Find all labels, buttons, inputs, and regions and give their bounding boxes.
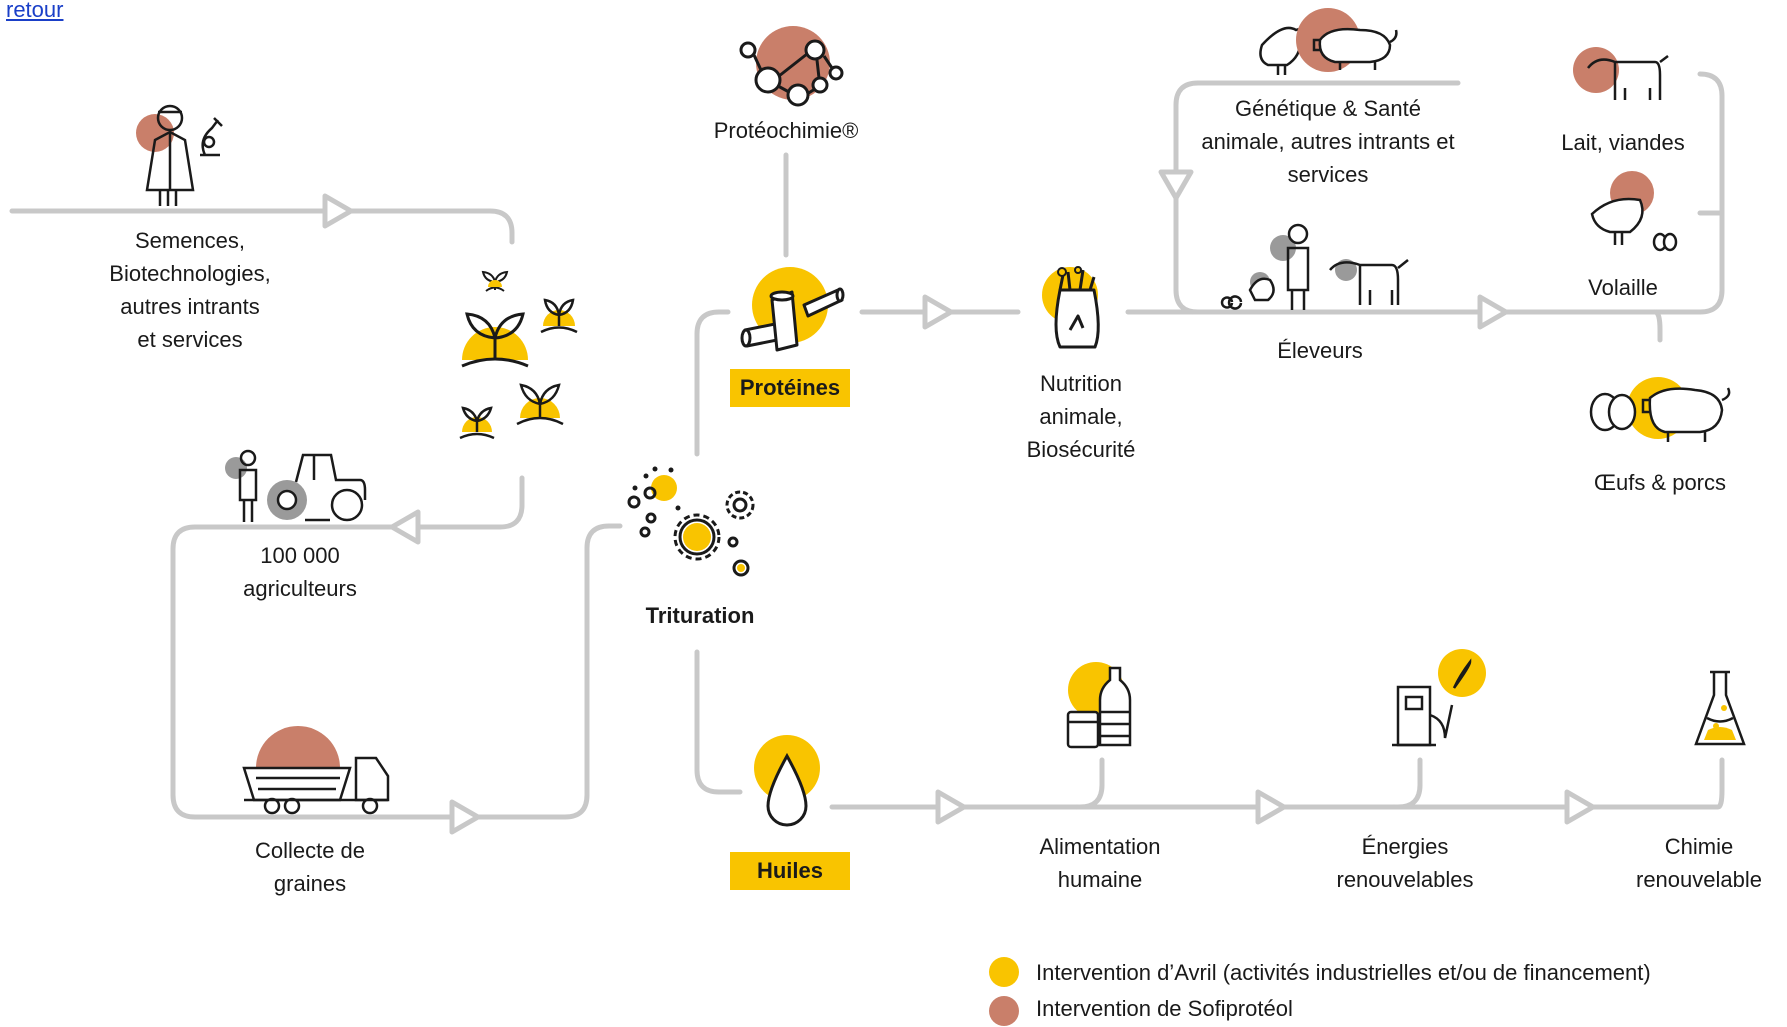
label-volaille: Volaille: [1588, 275, 1658, 300]
label-collecte-line: Collecte de: [254, 838, 366, 863]
arrow-right-icon: [922, 294, 954, 330]
label-genetique-line: animale, autres intrants et: [1201, 129, 1455, 154]
legend-label-sofiproteol: Intervention de Sofiprotéol: [1036, 996, 1293, 1021]
flow-line-oeufs: [1652, 309, 1663, 343]
flow-line-produits: [1435, 71, 1725, 315]
label-collecte-line: graines: [273, 871, 347, 896]
label-alimentation: Alimentation humaine: [1000, 830, 1200, 896]
pig-icon: [1589, 377, 1731, 442]
feed-bag-icon: [1042, 266, 1100, 349]
label-lait: Lait, viandes: [1561, 130, 1685, 155]
label-nutrition-line: Nutrition: [1040, 371, 1122, 396]
protein-tubes-icon: [740, 267, 845, 352]
label-trituration: Trituration: [645, 603, 755, 628]
label-proteines: Protéines: [730, 369, 850, 407]
arrow-right-icon: [1477, 294, 1509, 330]
arrow-right-icon: [1564, 789, 1596, 825]
flow-line-renouvelables: [829, 757, 1725, 810]
arrow-right-icon: [449, 799, 481, 835]
flow-line-collecte: [170, 475, 623, 820]
farmer-icon: [225, 449, 258, 522]
chicken-icon: [1220, 272, 1275, 310]
label-semences-line: Semences,: [134, 228, 246, 253]
label-agriculteurs-line: agriculteurs: [243, 576, 357, 601]
gears-icon: [627, 466, 755, 577]
pig-icon: [1296, 8, 1398, 72]
breeder-icon: [1270, 223, 1310, 310]
bottle-icon: [1066, 662, 1132, 749]
chicken-icon: [1590, 171, 1678, 252]
arrow-right-icon: [935, 789, 967, 825]
molecule-icon: [739, 26, 844, 107]
arrow-right-icon: [322, 193, 354, 229]
label-alimentation-line: humaine: [1057, 867, 1143, 892]
legend-swatch-avril: [989, 957, 1019, 987]
legend-label-avril: Intervention d’Avril (activités industri…: [1036, 960, 1651, 985]
label-agriculteurs-line: 100 000: [260, 543, 340, 568]
label-agriculteurs: 100 000 agriculteurs: [200, 539, 400, 605]
flow-line-semences: [9, 208, 515, 245]
label-energies-line: renouvelables: [1336, 867, 1474, 892]
label-proteochimie: Protéochimie®: [713, 118, 859, 143]
label-collecte: Collecte de graines: [210, 834, 410, 900]
label-semences-line: Biotechnologies,: [109, 261, 271, 286]
flow-line-proteines: [694, 309, 731, 457]
label-genetique-line: services: [1287, 162, 1369, 187]
scientist-icon: [136, 104, 195, 206]
flow-line-genetique: [1173, 80, 1461, 315]
label-semences-line: et services: [137, 327, 243, 352]
arrow-right-icon: [1255, 789, 1287, 825]
back-link[interactable]: retour: [6, 0, 64, 22]
label-chimie: Chimie renouvelable: [1614, 830, 1784, 896]
flow-line-energies: [1392, 757, 1423, 810]
cow-icon: [1329, 259, 1409, 305]
sprout-icon: [459, 270, 578, 440]
flow-line-huiles: [694, 649, 743, 795]
flask-icon: [1694, 670, 1746, 746]
truck-icon: [242, 726, 390, 815]
label-genetique-line: Génétique & Santé: [1235, 96, 1421, 121]
label-semences: Semences, Biotechnologies, autres intran…: [90, 224, 290, 356]
label-nutrition-line: animale,: [1039, 404, 1123, 429]
microscope-icon: [200, 117, 223, 157]
label-semences-line: autres intrants: [120, 294, 260, 319]
label-nutrition-line: Biosécurité: [1026, 437, 1136, 462]
flow-arrows: [322, 169, 1596, 835]
tractor-icon: [267, 453, 367, 522]
flow-line-alimentation: [1075, 757, 1105, 810]
label-huiles: Huiles: [730, 852, 850, 890]
label-eleveurs: Éleveurs: [1277, 338, 1363, 363]
label-chimie-line: renouvelable: [1636, 867, 1762, 892]
label-genetique: Génétique & Santé animale, autres intran…: [1178, 92, 1478, 191]
fuel-pump-icon: [1392, 649, 1486, 747]
label-energies: Énergies renouvelables: [1305, 830, 1505, 896]
label-alimentation-line: Alimentation: [1039, 834, 1161, 859]
legend-swatch-sofiproteol: [989, 996, 1019, 1026]
flow-lines: [9, 71, 1725, 820]
label-oeufs: Œufs & porcs: [1593, 470, 1727, 495]
arrow-left-icon: [389, 509, 421, 545]
label-energies-line: Énergies: [1361, 834, 1449, 859]
oil-drop-icon: [754, 735, 820, 827]
label-chimie-line: Chimie: [1664, 834, 1734, 859]
label-nutrition: Nutrition animale, Biosécurité: [981, 367, 1181, 466]
cow-icon: [1573, 47, 1669, 100]
arrow-down-icon: [1158, 169, 1194, 201]
